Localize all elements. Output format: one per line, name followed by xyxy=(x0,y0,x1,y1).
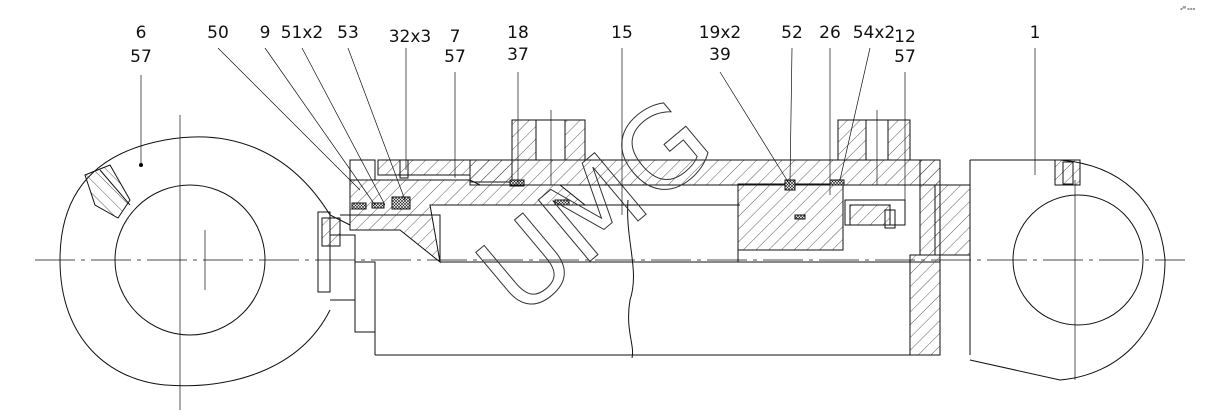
label-19x2: 19x2 xyxy=(699,23,742,43)
part-callouts: 6 57 50 9 51x2 53 32x3 7 57 18 37 15 19x… xyxy=(130,23,1040,215)
label-57c: 57 xyxy=(894,47,916,67)
label-50: 50 xyxy=(207,23,229,43)
corner-note: ▪▀ ▪▪▪ xyxy=(1180,6,1195,11)
break-line xyxy=(627,199,634,359)
barrel xyxy=(374,159,941,359)
label-54x2: 54x2 xyxy=(853,23,896,43)
label-1: 1 xyxy=(1030,23,1041,43)
end-cap xyxy=(909,159,1166,381)
label-39: 39 xyxy=(709,45,731,65)
label-52: 52 xyxy=(781,23,803,43)
label-57: 57 xyxy=(130,47,152,67)
label-32x3: 32x3 xyxy=(389,27,432,47)
label-6: 6 xyxy=(136,23,147,43)
label-7: 7 xyxy=(450,27,461,47)
label-18: 18 xyxy=(507,23,529,43)
label-12: 12 xyxy=(894,27,916,47)
label-37: 37 xyxy=(507,45,529,65)
label-9: 9 xyxy=(260,23,271,43)
label-26: 26 xyxy=(819,23,841,43)
watermark: UMG xyxy=(454,74,736,340)
rod-eye-left xyxy=(59,115,351,410)
label-51x2: 51x2 xyxy=(281,23,324,43)
label-53: 53 xyxy=(337,23,359,43)
label-15: 15 xyxy=(611,23,633,43)
label-57b: 57 xyxy=(444,47,466,67)
port-left xyxy=(511,110,586,185)
piston xyxy=(737,179,906,262)
